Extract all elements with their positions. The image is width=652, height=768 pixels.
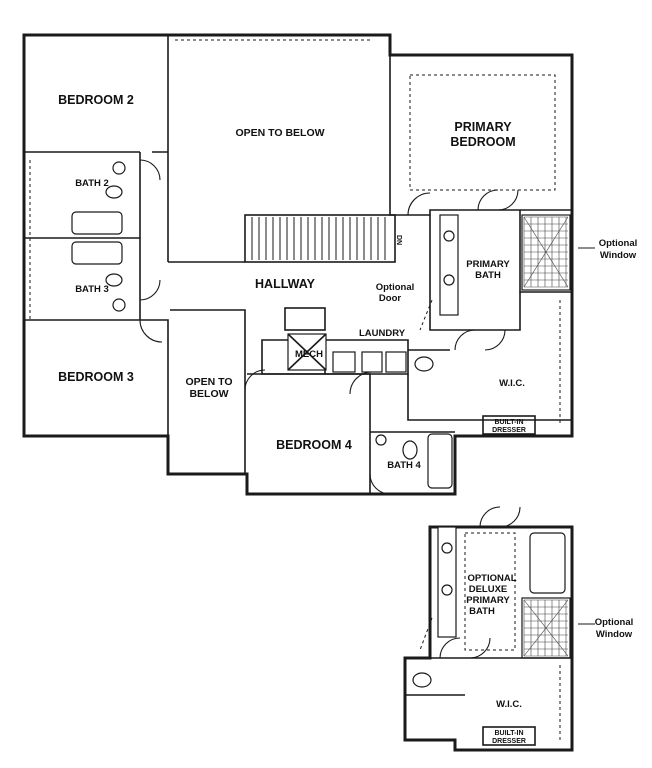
shower-diagonal [523, 216, 569, 288]
inset-optional-window-1: Optional [595, 617, 634, 628]
fixtures [71, 161, 571, 489]
label-bedroom-4: BEDROOM 4 [276, 438, 352, 452]
label-bedroom-2: BEDROOM 2 [58, 93, 134, 107]
label-stair-dn: DN [395, 235, 402, 245]
inset-labels: OPTIONAL DELUXE PRIMARY BATH W.I.C. BUIL… [466, 573, 633, 745]
label-primary-bedroom-2: BEDROOM [450, 135, 515, 149]
label-primary-bath-1: PRIMARY [466, 259, 510, 270]
label-mech: MECH [295, 349, 323, 360]
label-open-to-below-lower-1: OPEN TO [185, 376, 232, 388]
label-laundry: LAUNDRY [359, 328, 406, 339]
inset-label-line-4: BATH [469, 606, 495, 617]
annotations: Optional Door Optional Window [376, 238, 638, 304]
inset-label-line-3: PRIMARY [466, 595, 510, 606]
annotation-optional-door-2: Door [379, 293, 401, 304]
door-swings [139, 159, 519, 495]
annotation-optional-door-1: Optional [376, 282, 415, 293]
label-hallway: HALLWAY [255, 277, 316, 291]
inset-optional-window-2: Window [596, 629, 633, 640]
annotation-optional-window-2: Window [600, 250, 637, 261]
inset-label-dresser-1: BUILT-IN [494, 730, 523, 737]
inset-deluxe-bath [403, 506, 595, 752]
windows [29, 34, 561, 425]
label-built-in-dresser-2: DRESSER [492, 427, 526, 434]
label-built-in-dresser-1: BUILT-IN [494, 419, 523, 426]
label-open-to-below-top: OPEN TO BELOW [235, 127, 324, 139]
label-bath-4: BATH 4 [387, 460, 421, 471]
inset-label-line-1: OPTIONAL [467, 573, 516, 584]
label-open-to-below-lower-2: BELOW [189, 388, 228, 400]
room-labels: BEDROOM 2 BATH 2 BATH 3 BEDROOM 3 OPEN T… [58, 93, 526, 471]
primary-shower-grid [523, 216, 569, 288]
inset-label-line-2: DELUXE [469, 584, 508, 595]
label-bath-2: BATH 2 [75, 178, 109, 189]
label-bedroom-3: BEDROOM 3 [58, 370, 134, 384]
label-wic: W.I.C. [499, 378, 525, 389]
inset-label-wic: W.I.C. [496, 699, 522, 710]
inset-label-dresser-2: DRESSER [492, 738, 526, 745]
built-in-dresser [482, 415, 536, 435]
label-primary-bath-2: BATH [475, 270, 501, 281]
label-bath-3: BATH 3 [75, 284, 109, 295]
shower-diagonal [523, 599, 569, 657]
staircase [251, 217, 386, 260]
annotation-optional-window-1: Optional [599, 238, 638, 249]
label-primary-bedroom-1: PRIMARY [454, 120, 512, 134]
inset-shower-grid [523, 599, 569, 657]
